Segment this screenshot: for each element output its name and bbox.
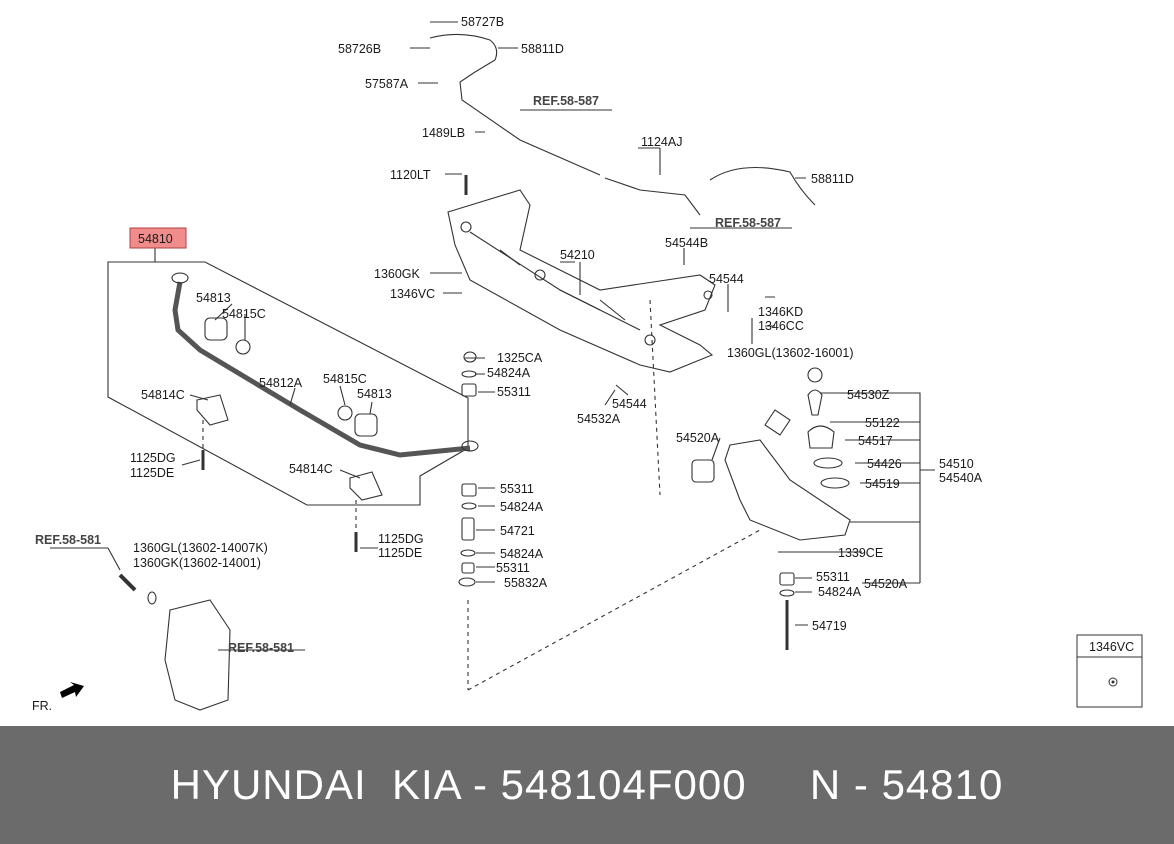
bushing-54815C-mid xyxy=(337,405,353,421)
label-54517: 54517 xyxy=(858,434,893,448)
label-1360GL-16001: 1360GL(13602-16001) xyxy=(727,346,854,360)
label-54824A-1: 54824A xyxy=(487,366,531,380)
label-54426: 54426 xyxy=(867,457,902,471)
label-54815C-left: 54815C xyxy=(222,307,266,321)
label-54544-mid: 54544 xyxy=(612,397,647,411)
nut-icon xyxy=(1108,677,1118,687)
ref-58-587-right: REF.58-587 xyxy=(715,216,781,230)
label-54815C-mid: 54815C xyxy=(323,372,367,386)
brake-hose-right xyxy=(709,166,816,206)
label-1125DE-left: 1125DE xyxy=(130,466,174,480)
label-54813-mid: 54813 xyxy=(357,387,392,401)
label-57587A: 57587A xyxy=(365,77,409,91)
bushing-54815C-left xyxy=(235,339,251,355)
label-1360GK-14001: 1360GK(13602-14001) xyxy=(133,556,261,570)
label-1346KD: 1346KD xyxy=(758,305,803,319)
label-54721: 54721 xyxy=(500,524,535,538)
label-1120LT: 1120LT xyxy=(390,168,431,182)
label-1125DG-mid: 1125DG xyxy=(378,532,424,546)
bracket-54814C-mid xyxy=(349,471,383,501)
label-54814C-mid: 54814C xyxy=(289,462,333,476)
ball-joint-54530Z xyxy=(807,389,823,416)
label-54520A-bottom: 54520A xyxy=(864,577,908,591)
label-1124AJ: 1124AJ xyxy=(641,135,682,149)
label-54824A-3: 54824A xyxy=(500,547,544,561)
label-54824A-2: 54824A xyxy=(500,500,544,514)
label-54510: 54510 xyxy=(939,457,974,471)
stabilizer-group-outline xyxy=(107,261,469,506)
ref-58-581-left: REF.58-581 xyxy=(35,533,101,547)
bushing-54813-mid xyxy=(354,413,378,437)
knuckle-ref-58581 xyxy=(164,599,231,711)
label-54812A: 54812A xyxy=(259,376,303,390)
brake-line-top xyxy=(459,71,601,176)
label-58726B: 58726B xyxy=(338,42,381,56)
subframe-54210 xyxy=(447,189,716,373)
label-54530Z: 54530Z xyxy=(847,388,890,402)
label-54810: 54810 xyxy=(138,232,173,246)
lower-arm-54510 xyxy=(724,439,851,541)
label-54544-top: 54544 xyxy=(709,272,744,286)
diagram-canvas: 58727B 58726B 58811D 57587A REF.58-587 1… xyxy=(32,15,1143,713)
inset-title: 1346VC xyxy=(1089,640,1134,654)
label-54813-left: 54813 xyxy=(196,291,231,305)
label-54814C-left: 54814C xyxy=(141,388,185,402)
label-1360GL-14007K: 1360GL(13602-14007K) xyxy=(133,541,268,555)
stabilizer-bar-54812A xyxy=(172,281,471,458)
label-55311-4: 55311 xyxy=(816,570,850,584)
label-54540A: 54540A xyxy=(939,471,983,485)
label-58727B: 58727B xyxy=(461,15,504,29)
bushing-54520A xyxy=(691,459,715,483)
footer-bar: HYUNDAI KIA - 548104F000 N - 54810 xyxy=(0,726,1174,844)
ref-58-581-right: REF.58-581 xyxy=(228,641,294,655)
label-54520A-top: 54520A xyxy=(676,431,720,445)
label-55122: 55122 xyxy=(865,416,900,430)
label-1125DG-left: 1125DG xyxy=(130,451,176,465)
bracket-54814C-left xyxy=(196,394,229,426)
label-1360GK: 1360GK xyxy=(374,267,421,281)
ref-58-587-top: REF.58-587 xyxy=(533,94,599,108)
brake-hose-top xyxy=(429,33,498,73)
label-55832A: 55832A xyxy=(504,576,548,590)
label-54824A-4: 54824A xyxy=(818,585,862,599)
label-54544B: 54544B xyxy=(665,236,708,250)
front-arrow-icon xyxy=(60,682,84,698)
label-54719: 54719 xyxy=(812,619,847,633)
parts-diagram: 58727B 58726B 58811D 57587A REF.58-587 1… xyxy=(32,15,1143,713)
label-1125DE-mid: 1125DE xyxy=(378,546,422,560)
label-54519: 54519 xyxy=(865,477,900,491)
label-58811D-top: 58811D xyxy=(521,42,564,56)
inset-1346VC: 1346VC xyxy=(1076,634,1143,708)
part-number-caption: HYUNDAI KIA - 548104F000 N - 54810 xyxy=(170,761,1004,808)
label-1339CE: 1339CE xyxy=(838,546,883,560)
label-1325CA: 1325CA xyxy=(497,351,543,365)
label-55311-2: 55311 xyxy=(500,482,534,496)
label-1346VC: 1346VC xyxy=(390,287,435,301)
highlight-box-54810 xyxy=(129,227,187,249)
label-54532A: 54532A xyxy=(577,412,621,426)
label-55311-3: 55311 xyxy=(496,561,530,575)
label-1346CC: 1346CC xyxy=(758,319,804,333)
label-58811D-right: 58811D xyxy=(811,172,854,186)
label-54210: 54210 xyxy=(560,248,595,262)
bushing-54813-left xyxy=(204,317,228,341)
front-direction-label: FR. xyxy=(32,699,52,713)
label-55311-1: 55311 xyxy=(497,385,531,399)
label-1489LB: 1489LB xyxy=(422,126,465,140)
